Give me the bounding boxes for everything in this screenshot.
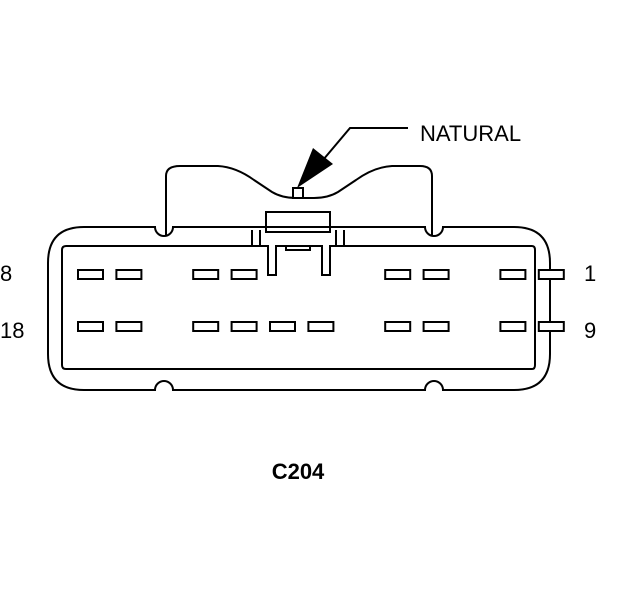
- pin-cavity-7: [115, 269, 143, 280]
- pin-cavity-12: [384, 321, 412, 332]
- terminal-cavity: [61, 245, 536, 370]
- pin-cavity-10: [499, 321, 527, 332]
- pin-cavity-3: [422, 269, 450, 280]
- connector-housing: [47, 226, 551, 391]
- pin-label-bottom-left: 18: [0, 318, 24, 343]
- pin-label-top-left: 8: [0, 261, 12, 286]
- pin-cavity-2: [499, 269, 527, 280]
- pin-cavity-14: [269, 321, 296, 332]
- lock-tab-notch: [285, 245, 311, 251]
- pin-cavity-17: [115, 321, 143, 332]
- pin-cavity-15: [230, 321, 258, 332]
- leader-arrowhead: [297, 148, 333, 188]
- color-callout: NATURAL: [297, 121, 521, 188]
- lock-tab-post: [292, 187, 304, 199]
- pin-cavity-5: [230, 269, 258, 280]
- pin-cavity-9: [537, 321, 565, 332]
- pin-cavity-6: [192, 269, 220, 280]
- pin-label-top-right: 1: [584, 261, 596, 286]
- pin-cavity-18: [77, 321, 104, 332]
- connector-latch: [165, 165, 433, 236]
- lock-tab-block: [265, 211, 331, 233]
- color-label: NATURAL: [420, 121, 521, 146]
- pin-cavity-13: [307, 321, 335, 332]
- pin-cavity-16: [192, 321, 220, 332]
- pin-cavity-1: [537, 269, 565, 280]
- pin-cavities: [77, 269, 565, 332]
- pin-label-bottom-right: 9: [584, 318, 596, 343]
- pin-cavity-8: [77, 269, 104, 280]
- pin-cavity-11: [422, 321, 450, 332]
- lock-tab: [251, 187, 345, 251]
- connector-id: C204: [272, 459, 325, 484]
- leader-line: [322, 127, 408, 161]
- pin-cavity-4: [384, 269, 412, 280]
